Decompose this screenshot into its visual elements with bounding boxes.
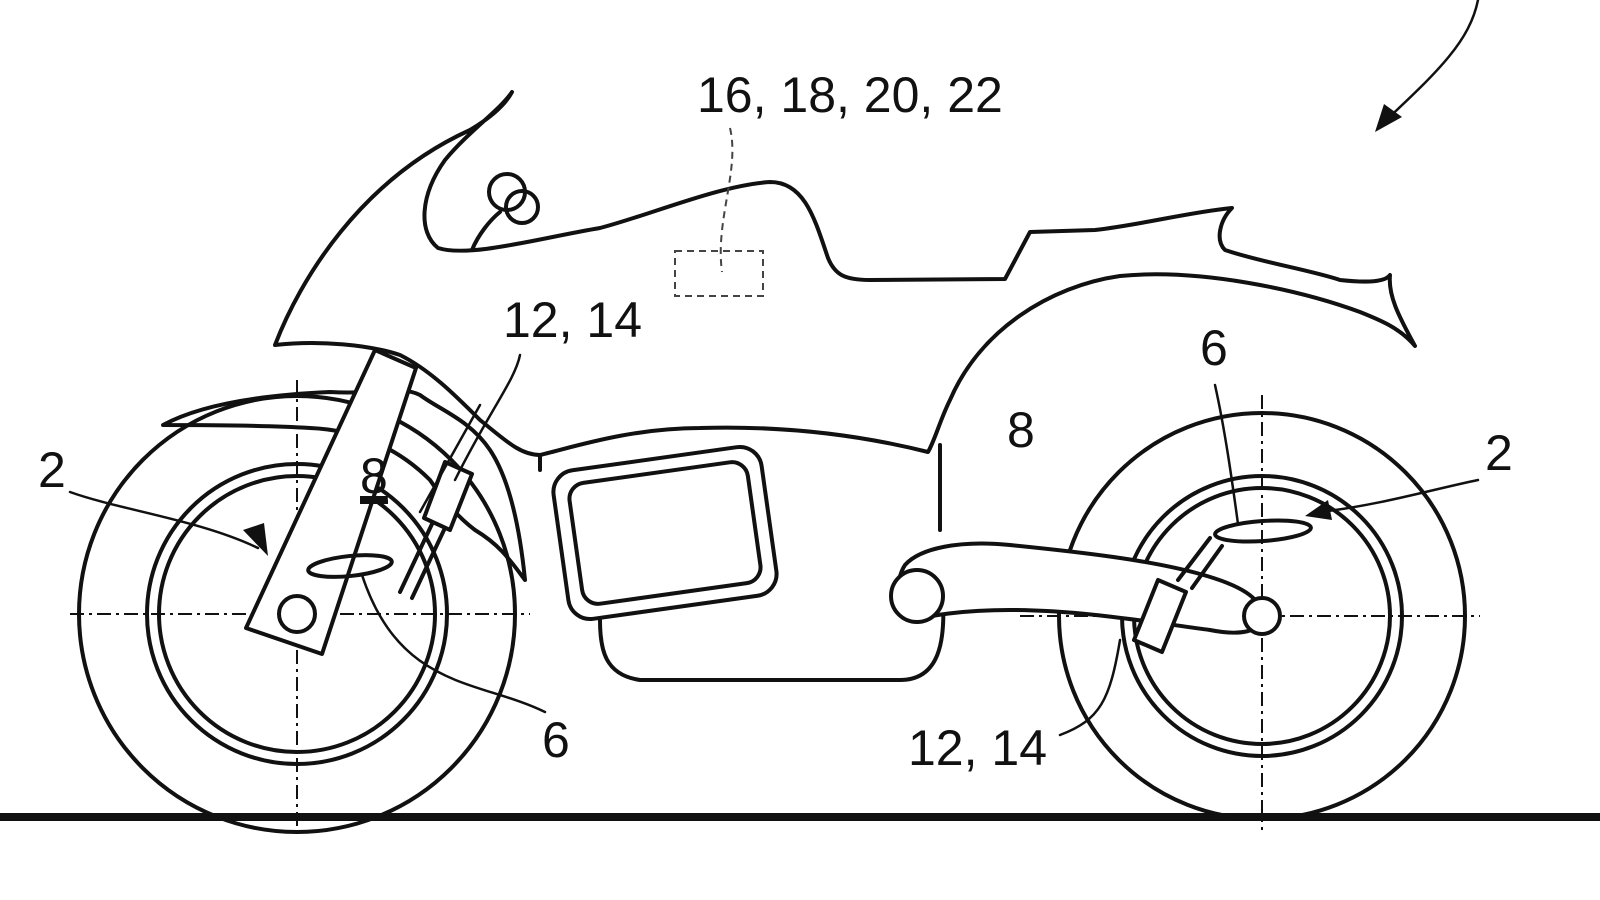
motorcycle-body	[161, 90, 1417, 682]
control-unit-box	[674, 250, 764, 297]
front-fork	[244, 348, 418, 656]
label-front-sensor: 6	[542, 712, 570, 768]
label-front-damper: 12, 14	[503, 292, 642, 348]
reference-arrow	[1375, 0, 1480, 132]
engine-housing	[538, 444, 779, 622]
rear-swingarm	[889, 541, 1282, 636]
label-rear-damper: 12, 14	[908, 720, 1047, 776]
label-rear-wheel: 2	[1485, 425, 1513, 481]
rear-sensor	[1213, 518, 1313, 544]
label-front-suspension: 8	[360, 448, 388, 504]
label-sensor-group: 16, 18, 20, 22	[697, 67, 1003, 123]
front-sensor	[306, 553, 394, 579]
label-rear-sensor: 6	[1200, 320, 1228, 376]
control-unit-leader	[719, 127, 734, 273]
label-front-wheel: 2	[38, 442, 66, 498]
label-rear-swingarm: 8	[1007, 402, 1035, 458]
front-damper	[398, 403, 482, 600]
rear-damper	[1132, 536, 1224, 654]
